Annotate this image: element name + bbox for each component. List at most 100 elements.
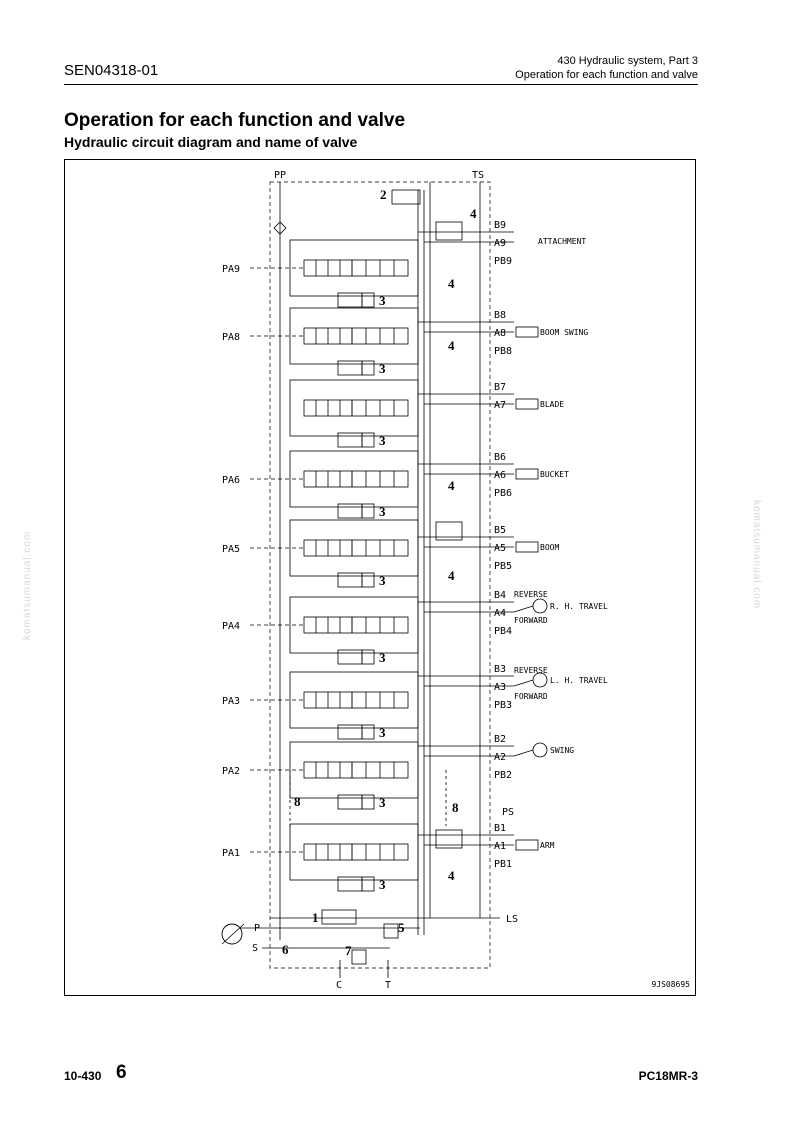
section-header: 430 Hydraulic system, Part 3 Operation f… (515, 54, 698, 82)
actuator-line (513, 679, 534, 687)
compensator-right-7 (361, 724, 375, 740)
port-a-label: A6 (494, 470, 506, 481)
part-number-8: 8 (452, 800, 459, 815)
port-b-label: B1 (494, 823, 506, 834)
ps-label: PS (502, 807, 514, 818)
pilot-port-label-pa8: PA8 (222, 332, 240, 343)
port-a-label: A7 (494, 400, 506, 411)
hydraulic-cylinder-2 (515, 326, 539, 338)
subsection-title: Operation for each function and valve (515, 69, 698, 81)
hydraulic-motor-7 (532, 672, 548, 688)
port-b-label: B8 (494, 310, 506, 321)
actuator-label: BLADE (540, 400, 564, 409)
diagram-frame (64, 159, 696, 996)
section-passage-1 (289, 239, 419, 297)
part-number-3: 3 (379, 361, 386, 376)
port-a-label: A9 (494, 238, 506, 249)
part-number-6: 6 (282, 942, 289, 957)
valve-block-outline (269, 181, 491, 969)
port-a-label: A8 (494, 328, 506, 339)
port-pb-label: PB8 (494, 346, 512, 357)
part-number-3: 3 (379, 650, 386, 665)
travel-reverse-label: REVERSE (514, 590, 548, 599)
section-passage-2 (289, 307, 419, 365)
actuator-label: BOOM SWING (540, 328, 588, 337)
port-a-label: A5 (494, 543, 506, 554)
travel-forward-label: FORWARD (514, 692, 548, 701)
compensator-left-9 (337, 876, 363, 892)
actuator-label: SWING (550, 746, 574, 755)
hydraulic-cylinder-3 (515, 398, 539, 410)
travel-forward-label: FORWARD (514, 616, 548, 625)
port-pb-label: PB9 (494, 256, 512, 267)
pilot-port-label-pa1: PA1 (222, 848, 240, 859)
port-a-label: A4 (494, 608, 506, 619)
port-b-label: B3 (494, 664, 506, 675)
relief-valve-2 (391, 189, 421, 205)
port-t-label: T (385, 980, 391, 991)
compensator-left-3 (337, 432, 363, 448)
hydraulic-cylinder-5 (515, 541, 539, 553)
pilot-port-label-pa2: PA2 (222, 766, 240, 777)
part-number-3: 3 (379, 877, 386, 892)
port-b-label: B2 (494, 734, 506, 745)
compensator-right-6 (361, 649, 375, 665)
watermark-right: komatsumanual.com (751, 500, 762, 610)
part-number-3: 3 (379, 795, 386, 810)
compensator-right-1 (361, 292, 375, 308)
part-number-4: 4 (448, 338, 455, 353)
compensator-left-8 (337, 794, 363, 810)
model-name: PC18MR-3 (638, 1069, 698, 1083)
hydraulic-motor-8 (532, 742, 548, 758)
shuttle-valve (435, 829, 463, 849)
section-passage-3 (289, 379, 419, 437)
actuator-label: R. H. TRAVEL (550, 602, 608, 611)
page-subtitle: Hydraulic circuit diagram and name of va… (64, 134, 358, 150)
compensator-right-9 (361, 876, 375, 892)
port-pb-label: PB1 (494, 859, 512, 870)
header-rule (64, 84, 698, 85)
section-passage-4 (289, 450, 419, 508)
actuator-label: BOOM (540, 543, 559, 552)
port-ts-label: TS (472, 170, 484, 181)
actuator-label: BUCKET (540, 470, 569, 479)
port-b-label: B7 (494, 382, 506, 393)
part-number-4: 4 (448, 276, 455, 291)
pump-icon (221, 923, 243, 945)
part-number-4: 4 (470, 206, 477, 221)
section-passage-9 (289, 823, 419, 881)
port-pb-label: PB5 (494, 561, 512, 572)
compensator-right-2 (361, 360, 375, 376)
compensator-right-3 (361, 432, 375, 448)
part-number-3: 3 (379, 725, 386, 740)
part-number-8: 8 (294, 794, 301, 809)
section-passage-7 (289, 671, 419, 729)
actuator-label: L. H. TRAVEL (550, 676, 608, 685)
section-passage-5 (289, 519, 419, 577)
compensator-left-4 (337, 503, 363, 519)
relief-valve-5 (383, 923, 399, 939)
compensator-right-4 (361, 503, 375, 519)
part-number-7: 7 (345, 943, 352, 958)
page-number: 10-430 (64, 1069, 102, 1083)
part-number-4: 4 (448, 478, 455, 493)
part-number-3: 3 (379, 433, 386, 448)
port-a-label: A3 (494, 682, 506, 693)
actuator-label: ARM (540, 841, 555, 850)
port-pb-label: PB2 (494, 770, 512, 781)
hydraulic-cylinder-4 (515, 468, 539, 480)
port-a-label: A1 (494, 841, 506, 852)
revision-number: 6 (116, 1062, 127, 1083)
valve-7 (351, 949, 367, 965)
section-passage-6 (289, 596, 419, 654)
compensator-right-5 (361, 572, 375, 588)
part-number-3: 3 (379, 504, 386, 519)
port-b-label: B6 (494, 452, 506, 463)
hydraulic-cylinder-9 (515, 839, 539, 851)
pilot-port-label-pa3: PA3 (222, 696, 240, 707)
filter-symbol (273, 221, 287, 235)
part-number-3: 3 (379, 573, 386, 588)
ls-label: LS (506, 914, 518, 925)
port-pb-label: PB6 (494, 488, 512, 499)
actuator-label: ATTACHMENT (538, 237, 586, 246)
